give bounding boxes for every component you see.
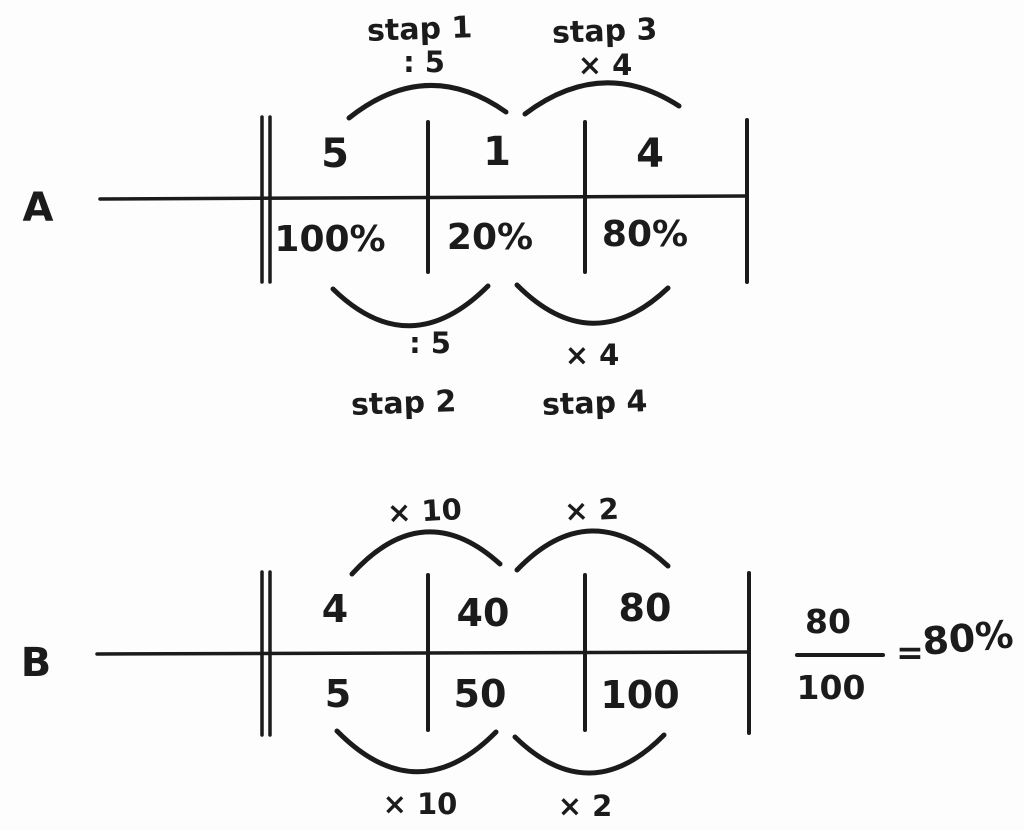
result-expression: 80 100 = 80% [795,602,1015,707]
fraction-numerator: 80 [805,602,851,641]
b-top-value-1: 4 [322,587,348,631]
a-arc-bottom-right [514,282,671,326]
a-top-value-2: 1 [483,129,511,175]
fraction-denominator: 100 [797,668,866,707]
diagram-b: B × 10 × 2 4 40 80 5 50 100 [21,492,751,823]
a-step-3-label: stap 3 [551,12,657,51]
diagram-a: A stap 1 : 5 stap 3 × 4 5 1 4 100% 20% 8… [23,10,749,423]
b-bottom-value-1: 5 [325,672,351,716]
b-arc-bottom-right [512,732,667,776]
b-arc-bottom-left [334,728,499,775]
b-op-top-1: × 10 [386,492,462,530]
a-step-2-operation: : 5 [409,326,451,360]
b-top-value-2: 40 [457,591,510,635]
a-percent-3: 80% [602,214,688,255]
a-percent-1: 100% [274,219,385,260]
b-op-bottom-2: × 2 [558,789,613,823]
a-arc-top-left [346,83,509,121]
a-number-line [98,194,749,201]
a-step-1-operation: : 5 [403,45,445,79]
a-arc-bottom-left [330,283,491,329]
b-arc-top-right [514,528,671,573]
a-percent-2: 20% [447,217,533,258]
b-op-bottom-1: × 10 [383,787,458,821]
equals-sign: = [896,633,924,672]
a-arc-top-right [522,80,682,117]
diagram-a-label: A [23,185,54,231]
a-step-1-label: stap 1 [366,10,472,49]
diagram-b-label: B [21,640,52,686]
a-step-3-operation: × 4 [578,48,633,82]
b-bottom-value-3: 100 [600,673,679,717]
b-arc-top-left [349,529,503,577]
a-step-4-label: stap 4 [541,384,647,423]
b-number-line [95,650,751,656]
b-op-top-2: × 2 [563,492,619,529]
a-step-2-label: stap 2 [350,384,456,423]
a-top-value-1: 5 [321,131,349,177]
b-top-value-3: 80 [619,586,672,630]
a-top-value-3: 4 [636,131,664,177]
result-percentage: 80% [921,612,1015,664]
b-bottom-value-2: 50 [454,672,507,716]
a-step-4-operation: × 4 [565,338,620,372]
